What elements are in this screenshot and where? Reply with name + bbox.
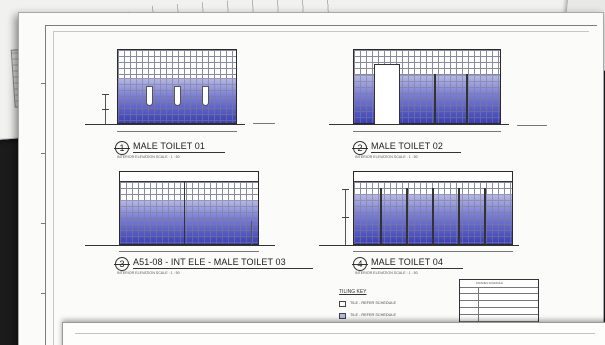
border-tick: [41, 83, 45, 84]
view-number-2: 2: [352, 141, 368, 155]
border-tick: [41, 223, 45, 224]
view-title-1: 1 MALE TOILET 01 INTERIOR ELEVATION SCAL…: [114, 141, 275, 161]
tile-wall: [353, 49, 501, 125]
border-tick: [41, 153, 45, 154]
view-title-text: A51-08 - INT ELE - MALE TOILET 03: [133, 257, 286, 267]
legend-item: TILE - REFER SCHEDULE: [339, 300, 469, 312]
view-scale: INTERIOR ELEVATION SCALE : 1 : 50: [355, 155, 418, 159]
legend-swatch: [339, 313, 346, 319]
tile-wall: [119, 171, 259, 246]
legend-label: TILE - REFER SCHEDULE: [350, 313, 396, 317]
elevation-1: [85, 49, 245, 139]
tile-wall: [117, 49, 237, 124]
view-title-text: MALE TOILET 01: [133, 141, 205, 151]
legend-label: TILE - REFER SCHEDULE: [350, 301, 396, 305]
view-number-1: 1: [114, 141, 130, 155]
tile-wall: [353, 171, 513, 246]
legend-swatch: [339, 301, 346, 307]
urinal: [174, 86, 181, 106]
sheet-border: [45, 25, 597, 345]
view-number-4: 4: [352, 257, 368, 271]
urinal: [202, 86, 209, 106]
legend-item: TILE - REFER SCHEDULE: [339, 312, 469, 324]
schedule-title: FINISHES SCHEDULE: [476, 282, 503, 285]
view-number-3: 3: [114, 257, 130, 271]
elevation-3: [85, 171, 275, 261]
view-title-text: MALE TOILET 04: [371, 257, 443, 267]
view-title-4: 4 MALE TOILET 04 INTERIOR ELEVATION SCAL…: [352, 257, 513, 277]
drawing-sheet: 1 MALE TOILET 01 INTERIOR ELEVATION SCAL…: [18, 12, 604, 345]
foreground-drawing-sheet: [62, 322, 605, 345]
elevation-4: [319, 171, 519, 261]
view-scale: INTERIOR ELEVATION SCALE : 1 : 50: [117, 271, 180, 275]
door: [374, 64, 400, 125]
urinal: [146, 86, 153, 106]
view-scale: INTERIOR ELEVATION SCALE : 1 : 50: [117, 155, 180, 159]
view-scale: INTERIOR ELEVATION SCALE : 1 : 50: [355, 271, 418, 275]
view-title-3: 3 A51-08 - INT ELE - MALE TOILET 03 INTE…: [114, 257, 335, 277]
sheet-inner-border: [53, 31, 589, 345]
view-title-2: 2 MALE TOILET 02 INTERIOR ELEVATION SCAL…: [352, 141, 513, 161]
view-title-text: MALE TOILET 02: [371, 141, 443, 151]
border-tick: [41, 293, 45, 294]
elevation-2: [329, 49, 509, 139]
legend-title: TILING KEY: [339, 289, 367, 295]
